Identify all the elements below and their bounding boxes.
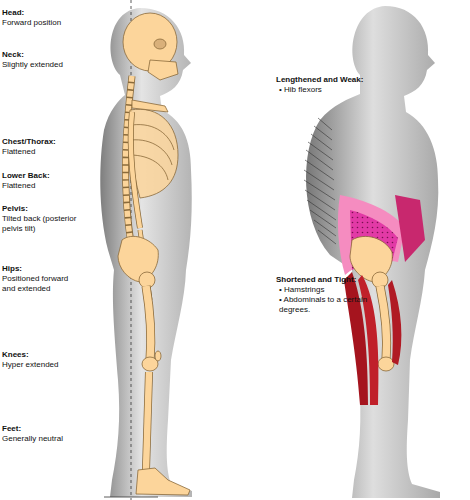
label-heading: Shortened and Tight:: [276, 275, 396, 285]
label-heading: Feet:: [2, 424, 92, 434]
label-text: • Abdominals to a certain degrees.: [279, 295, 377, 315]
label-text: • Hib flexors: [279, 85, 399, 95]
back-hatching: [304, 118, 336, 244]
label-heading: Neck:: [2, 50, 92, 60]
label-text: Slightly extended: [2, 60, 92, 70]
label-heading: Lengthened and Weak:: [276, 75, 396, 85]
label-heading: Chest/Thorax:: [2, 137, 92, 147]
body-silhouette: [100, 8, 192, 497]
skeleton: [118, 13, 190, 495]
label-heading: Pelvis:: [2, 204, 92, 214]
label-heading: Hips:: [2, 264, 92, 274]
label-heading: Lower Back:: [2, 171, 92, 181]
quadriceps-muscle: [388, 280, 401, 365]
label-text: Generally neutral: [2, 434, 92, 444]
label-text: • Hamstrings: [279, 285, 399, 295]
label-text: Hyper extended: [2, 360, 92, 370]
label-text: Flattened: [2, 147, 92, 157]
label-text: Forward position: [2, 18, 92, 28]
abdominal-muscle: [395, 195, 425, 262]
label-text: Tilted back (posterior pelvis tilt): [2, 214, 90, 234]
label-heading: Head:: [2, 8, 92, 18]
label-text: Flattened: [2, 181, 92, 191]
hamstring-muscle: [358, 275, 378, 405]
label-heading: Knees:: [2, 350, 92, 360]
ground-line: [104, 497, 158, 498]
label-text: Positioned forward and extended: [2, 274, 78, 294]
